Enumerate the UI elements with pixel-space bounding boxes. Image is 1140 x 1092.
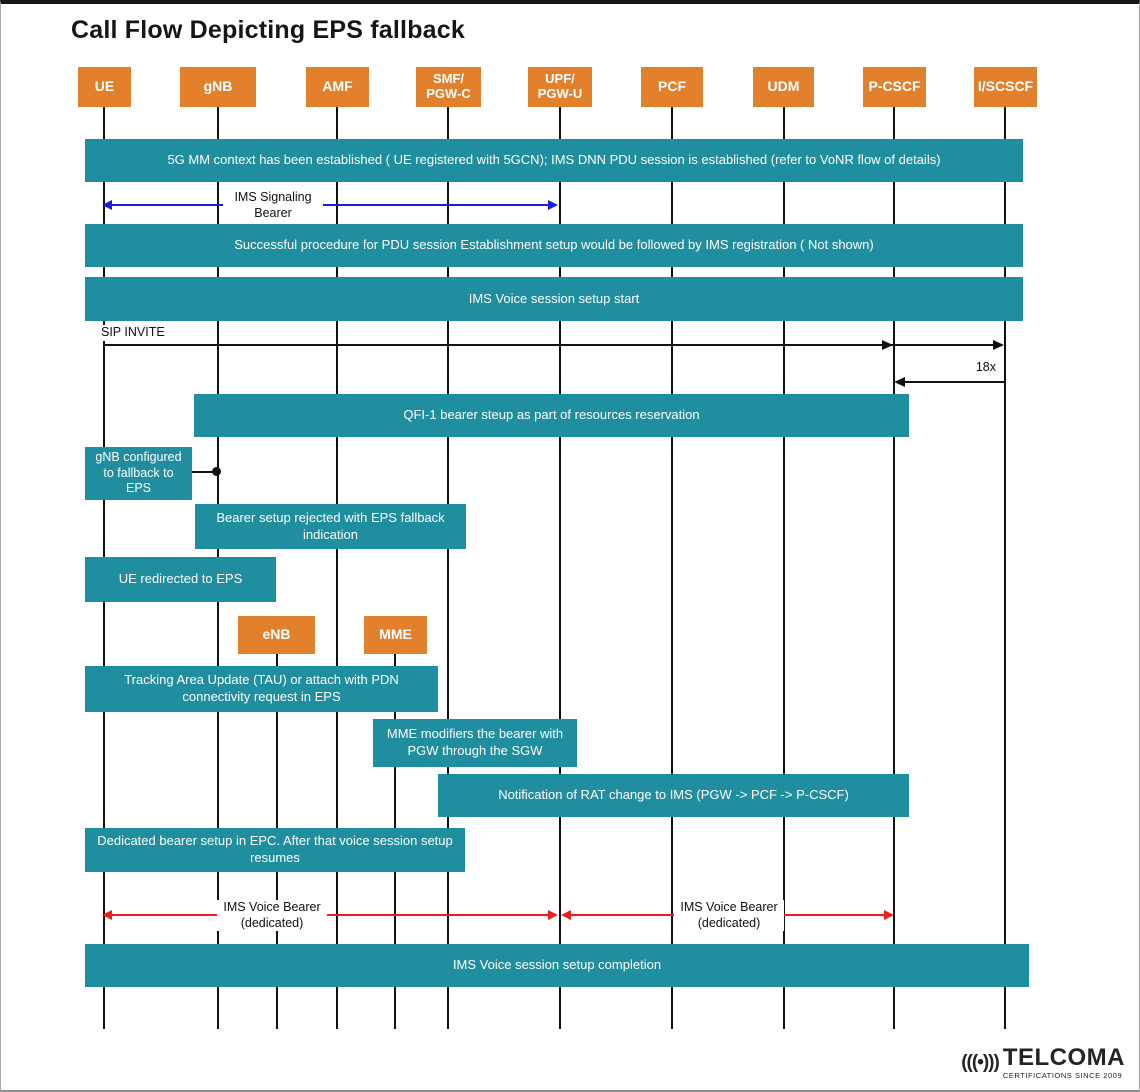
- gnb-note-connector-dot-icon: [212, 467, 221, 476]
- banner-pdu-session-establishment-text: Successful procedure for PDU session Est…: [234, 237, 874, 253]
- ims-voice-bearer-label-2: IMS Voice Bearer (dedicated): [674, 900, 784, 932]
- ims-voice-2-arrowhead-right-icon: [884, 910, 894, 920]
- actor-smf-pgwc: SMF/PGW-C: [416, 67, 481, 107]
- ims-signaling-bearer-line: [110, 204, 550, 206]
- banner-tau-attach: Tracking Area Update (TAU) or attach wit…: [85, 666, 438, 712]
- actor-mme-label: MME: [379, 626, 412, 643]
- banner-bearer-setup-rejected-text: Bearer setup rejected with EPS fallback …: [216, 509, 445, 542]
- banner-tau-attach-text: Tracking Area Update (TAU) or attach wit…: [124, 672, 399, 704]
- ims-voice-bearer-label-1: IMS Voice Bearer (dedicated): [217, 900, 327, 932]
- ims-signaling-arrowhead-left-icon: [102, 200, 112, 210]
- actor-smf-line1: SMF/: [432, 71, 465, 87]
- gnb-note-connector-line: [192, 471, 215, 473]
- ims-voice-bearer-line-1: [110, 914, 550, 916]
- page-title: Call Flow Depicting EPS fallback: [71, 16, 465, 44]
- ims-signaling-bearer-label: IMS Signaling Bearer: [223, 190, 323, 222]
- actor-pcscf-label: P-CSCF: [868, 78, 921, 95]
- banner-gnb-configured-fallback: gNB configured to fallback to EPS: [85, 447, 192, 500]
- actor-pcf-label: PCF: [658, 78, 686, 95]
- banner-rat-change-notification: Notification of RAT change to IMS (PGW -…: [438, 774, 909, 817]
- banner-ims-voice-setup-completion: IMS Voice session setup completion: [85, 944, 1029, 987]
- banner-ims-voice-setup-start-text: IMS Voice session setup start: [468, 290, 640, 306]
- ringing-18x-label: 18x: [956, 360, 996, 376]
- actor-upf-line1: UPF/: [545, 71, 575, 87]
- actor-mme: MME: [364, 616, 427, 654]
- logo-tagline: CERTIFICATIONS SINCE 2009: [1002, 1071, 1123, 1080]
- ringing-18x-label-text: 18x: [975, 360, 996, 374]
- banner-pdu-session-establishment: Successful procedure for PDU session Est…: [85, 224, 1023, 267]
- lifeline-pcf: [671, 107, 673, 1029]
- ringing-18x-arrowhead-icon: [894, 377, 905, 387]
- banner-dedicated-bearer-epc: Dedicated bearer setup in EPC. After tha…: [85, 828, 465, 872]
- ims-voice-2-arrowhead-left-icon: [561, 910, 571, 920]
- actor-ue: UE: [78, 67, 131, 107]
- lifeline-upf-pgwu: [559, 107, 561, 1029]
- ims-voice-1-arrowhead-left-icon: [102, 910, 112, 920]
- banner-qfi1-bearer-setup: QFI-1 bearer steup as part of resources …: [194, 394, 909, 437]
- actor-amf: AMF: [306, 67, 369, 107]
- banner-5g-mm-context-text: 5G MM context has been established ( UE …: [167, 152, 941, 168]
- actor-udm-label: UDM: [767, 78, 800, 95]
- actor-iscscf: I/SCSCF: [974, 67, 1037, 107]
- ims-voice-1-arrowhead-right-icon: [548, 910, 558, 920]
- actor-ue-label: UE: [94, 78, 115, 95]
- actor-enb-label: eNB: [262, 626, 291, 643]
- banner-ims-voice-setup-start: IMS Voice session setup start: [85, 277, 1023, 321]
- lifeline-amf: [336, 107, 338, 1029]
- actor-udm: UDM: [753, 67, 814, 107]
- actor-iscscf-label: I/SCSCF: [977, 78, 1034, 95]
- ims-signaling-bearer-label-text: IMS Signaling Bearer: [234, 190, 312, 220]
- actor-smf-line2: PGW-C: [426, 86, 471, 101]
- actor-upf-pgwu: UPF/PGW-U: [528, 67, 592, 107]
- sip-invite-line: [104, 344, 994, 346]
- banner-bearer-setup-rejected: Bearer setup rejected with EPS fallback …: [195, 504, 466, 549]
- banner-ims-voice-setup-completion-text: IMS Voice session setup completion: [452, 957, 662, 973]
- banner-mme-modifies-bearer-text: MME modifiers the bearer with PGW throug…: [386, 726, 564, 758]
- sip-invite-label: SIP INVITE: [101, 325, 181, 341]
- actor-upf-line2: PGW-U: [537, 86, 583, 101]
- banner-gnb-configured-fallback-text: gNB configured to fallback to EPS: [95, 450, 182, 496]
- sip-invite-arrowhead-iscscf-icon: [993, 340, 1004, 350]
- sip-invite-label-text: SIP INVITE: [101, 325, 165, 339]
- lifeline-iscscf: [1004, 107, 1006, 1029]
- banner-ue-redirected-eps-text: UE redirected to EPS: [118, 571, 243, 587]
- lifeline-pcscf: [893, 107, 895, 1029]
- signal-waves-icon: (((•))): [961, 1052, 1000, 1073]
- banner-mme-modifies-bearer: MME modifiers the bearer with PGW throug…: [373, 719, 577, 767]
- ims-signaling-arrowhead-right-icon: [548, 200, 558, 210]
- telcoma-logo: (((•))) TELCOMA CERTIFICATIONS SINCE 200…: [961, 1044, 1125, 1081]
- lifeline-smf-pgwc: [447, 107, 449, 1029]
- actor-pcscf: P-CSCF: [863, 67, 926, 107]
- ims-voice-bearer-label-1-text: IMS Voice Bearer (dedicated): [223, 900, 321, 930]
- actor-amf-label: AMF: [322, 78, 353, 95]
- ims-voice-bearer-label-2-text: IMS Voice Bearer (dedicated): [680, 900, 778, 930]
- banner-qfi1-bearer-setup-text: QFI-1 bearer steup as part of resources …: [403, 407, 700, 423]
- banner-dedicated-bearer-epc-text: Dedicated bearer setup in EPC. After tha…: [97, 833, 453, 865]
- sip-invite-arrowhead-pcscf-icon: [882, 340, 893, 350]
- actor-enb: eNB: [238, 616, 315, 654]
- actor-pcf: PCF: [641, 67, 703, 107]
- ringing-18x-line: [904, 381, 1004, 383]
- logo-name: TELCOMA: [1002, 1044, 1125, 1071]
- banner-ue-redirected-eps: UE redirected to EPS: [85, 557, 276, 602]
- banner-5g-mm-context: 5G MM context has been established ( UE …: [85, 139, 1023, 182]
- banner-rat-change-notification-text: Notification of RAT change to IMS (PGW -…: [498, 787, 849, 803]
- actor-gnb: gNB: [180, 67, 256, 107]
- actor-gnb-label: gNB: [203, 78, 233, 95]
- lifeline-udm: [783, 107, 785, 1029]
